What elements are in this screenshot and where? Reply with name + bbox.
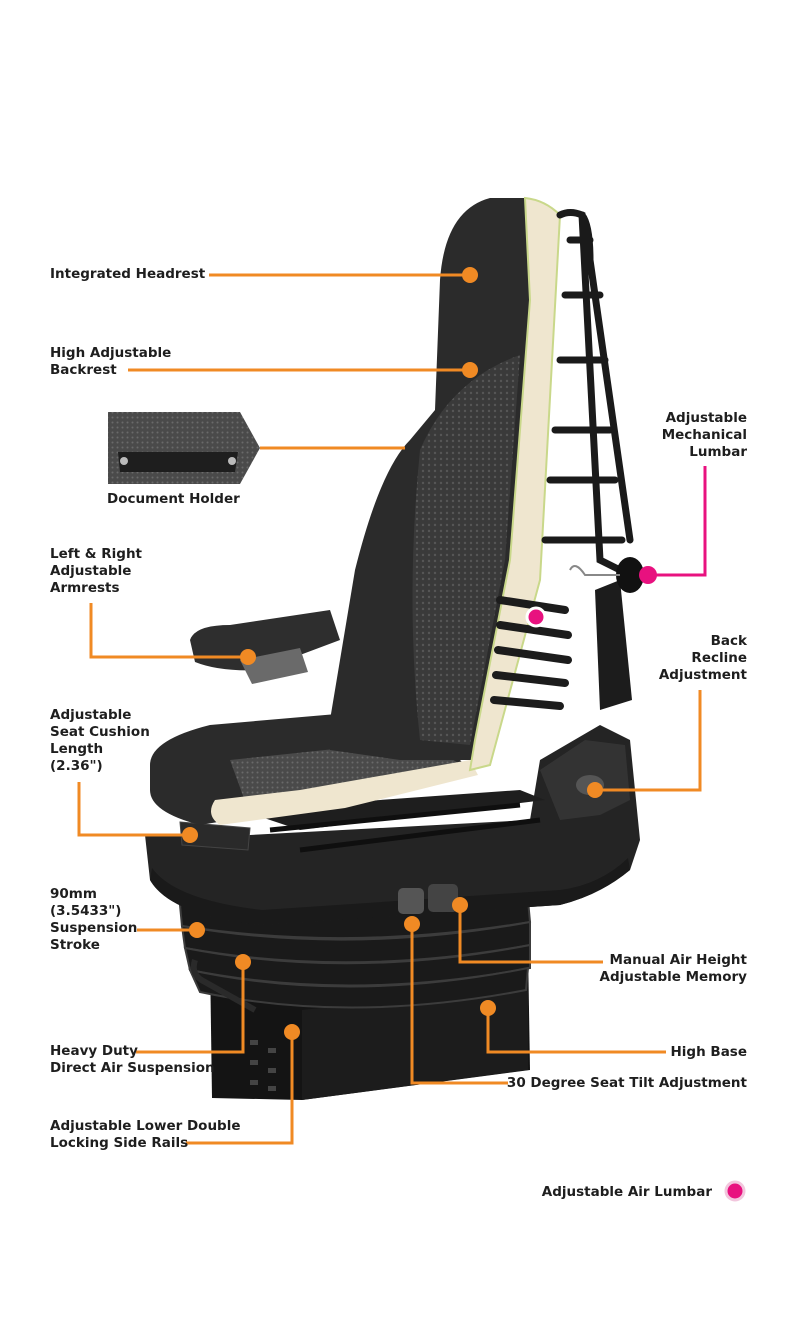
document-holder-image — [108, 412, 260, 484]
back-frame — [541, 209, 644, 584]
callout-line-air-height — [458, 905, 603, 964]
dot-armrests — [240, 649, 256, 665]
label-heavy-duty-suspension: Heavy Duty Direct Air Suspension — [50, 1043, 215, 1076]
dot-tilt — [404, 916, 420, 932]
callout-line-tilt — [410, 924, 508, 1085]
dot-backrest — [462, 362, 478, 378]
callout-line-base — [486, 1008, 666, 1054]
label-integrated-headrest: Integrated Headrest — [50, 266, 206, 282]
bellows — [178, 898, 532, 1009]
label-seat-tilt: 30 Degree Seat Tilt Adjustment — [506, 1075, 747, 1091]
dot-air-height — [452, 897, 468, 913]
label-side-rails: Adjustable Lower Double Locking Side Rai… — [50, 1118, 241, 1151]
callout-line-cushion — [77, 782, 190, 837]
label-mechanical-lumbar: Adjustable Mechanical Lumbar — [661, 410, 747, 460]
callout-dots — [182, 267, 603, 1040]
dot-mechanical-lumbar — [639, 566, 657, 584]
dot-recline — [587, 782, 603, 798]
dot-stroke — [189, 922, 205, 938]
label-manual-air-height: Manual Air Height Adjustable Memory — [599, 952, 748, 985]
dot-rails — [284, 1024, 300, 1040]
callout-line-recline — [595, 690, 702, 792]
seat-illustration — [145, 196, 644, 1100]
label-high-base: High Base — [670, 1044, 748, 1060]
label-seat-cushion-length: Adjustable Seat Cushion Length (2.36") — [50, 707, 150, 774]
dot-heavy — [235, 954, 251, 970]
callout-lines — [77, 273, 702, 1145]
label-back-recline: Back Recline Adjustment — [658, 633, 747, 683]
callout-line-armrests — [89, 603, 248, 659]
label-armrests: Left & Right Adjustable Armrests — [50, 546, 143, 596]
callout-line-mechanical-lumbar — [648, 466, 707, 577]
seat-shell — [145, 725, 640, 925]
label-document-holder: Document Holder — [107, 491, 240, 507]
armrest — [190, 610, 340, 671]
callout-line-rails — [186, 1032, 294, 1145]
dot-headrest — [462, 267, 478, 283]
dot-air-lumbar — [525, 606, 547, 628]
legend-air-lumbar-label: Adjustable Air Lumbar — [541, 1184, 712, 1200]
callout-line-heavy — [136, 962, 245, 1054]
dot-base — [480, 1000, 496, 1016]
dot-cushion — [182, 827, 198, 843]
label-suspension-stroke: 90mm (3.5433") Suspension Stroke — [50, 886, 138, 953]
lumbar-slats — [490, 596, 572, 710]
label-high-adjustable-backrest: High Adjustable Backrest — [50, 345, 172, 378]
legend-air-lumbar-icon — [724, 1180, 746, 1202]
